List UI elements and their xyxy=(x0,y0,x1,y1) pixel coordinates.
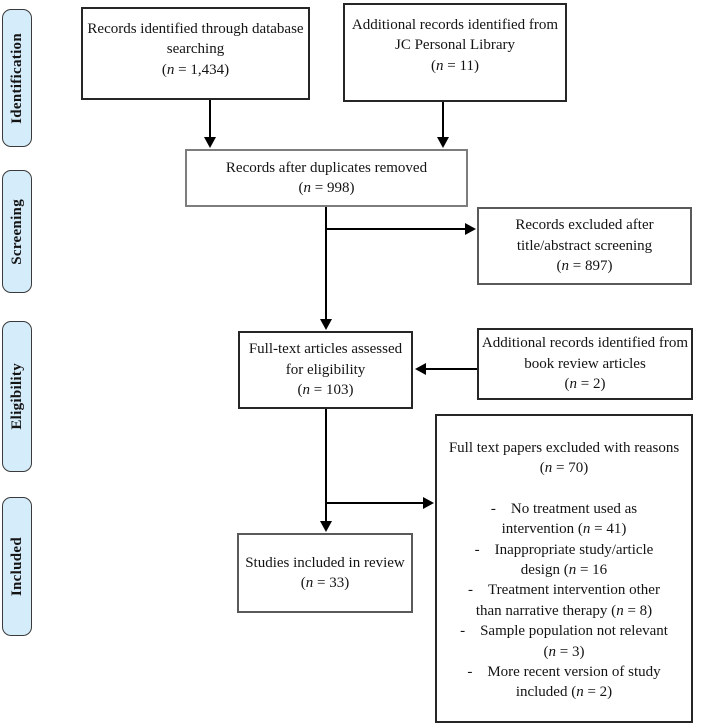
box-duplicates-removed: Records after duplicates removed (n = 99… xyxy=(185,149,468,207)
box-stat: (n = 11) xyxy=(431,57,479,74)
box-book-review-records: Additional records identified from book … xyxy=(477,328,693,400)
box-text: Additional records identified from JC Pe… xyxy=(351,17,559,54)
box-text: Records excluded after title/abstract sc… xyxy=(515,217,654,254)
box-full-text-excluded: Full text papers excluded with reasons (… xyxy=(435,414,693,723)
stage-label-screening: Screening xyxy=(2,170,32,293)
box-stat: (n = 1,434) xyxy=(161,61,230,78)
bullet-dash: - xyxy=(460,623,466,640)
bullet-dash: - xyxy=(467,663,473,680)
box-stat: (n = 103) xyxy=(297,382,354,399)
box-stat: (n = 998) xyxy=(298,180,355,196)
box-stat: (n = 33) xyxy=(300,575,350,591)
bullet-dash: - xyxy=(474,541,480,558)
bullet-dash: - xyxy=(490,500,496,517)
box-text: Records identified through database sear… xyxy=(87,21,304,58)
box-full-text-assessed: Full-text articles assessed for eligibil… xyxy=(238,331,413,409)
stage-label-identification: Identification xyxy=(2,9,32,147)
box-text: Studies included in review xyxy=(245,554,405,571)
box-studies-included: Studies included in review (n = 33) xyxy=(237,533,413,613)
excluded-reason-item: -Inappropriate study/article design (n =… xyxy=(474,541,654,578)
box-text: Additional records identified from book … xyxy=(481,335,689,372)
box-records-jc-library: Additional records identified from JC Pe… xyxy=(343,3,567,102)
box-text: Records after duplicates removed xyxy=(225,159,428,176)
box-records-database-search: Records identified through database sear… xyxy=(81,7,310,100)
box-text: Full-text articles assessed for eligibil… xyxy=(248,341,403,378)
box-stat: (n = 897) xyxy=(556,258,613,275)
bullet-dash: - xyxy=(468,582,474,599)
excluded-reason-list: -No treatment used as intervention (n = … xyxy=(454,499,674,703)
excluded-reason-item: -More recent version of study included (… xyxy=(467,663,661,701)
excluded-title: Full text papers excluded with reasons (… xyxy=(448,440,680,477)
excluded-reason-item: -Sample population not relevant (n = 3) xyxy=(460,623,668,660)
box-title-abstract-excluded: Records excluded after title/abstract sc… xyxy=(477,207,692,285)
stage-label-included: Included xyxy=(2,497,32,636)
excluded-reason-item: -No treatment used as intervention (n = … xyxy=(490,500,638,538)
stage-label-eligibility: Eligibility xyxy=(2,321,32,472)
excluded-reason-item: -Treatment intervention other than narra… xyxy=(468,582,660,619)
box-stat: (n = 2) xyxy=(564,376,606,393)
